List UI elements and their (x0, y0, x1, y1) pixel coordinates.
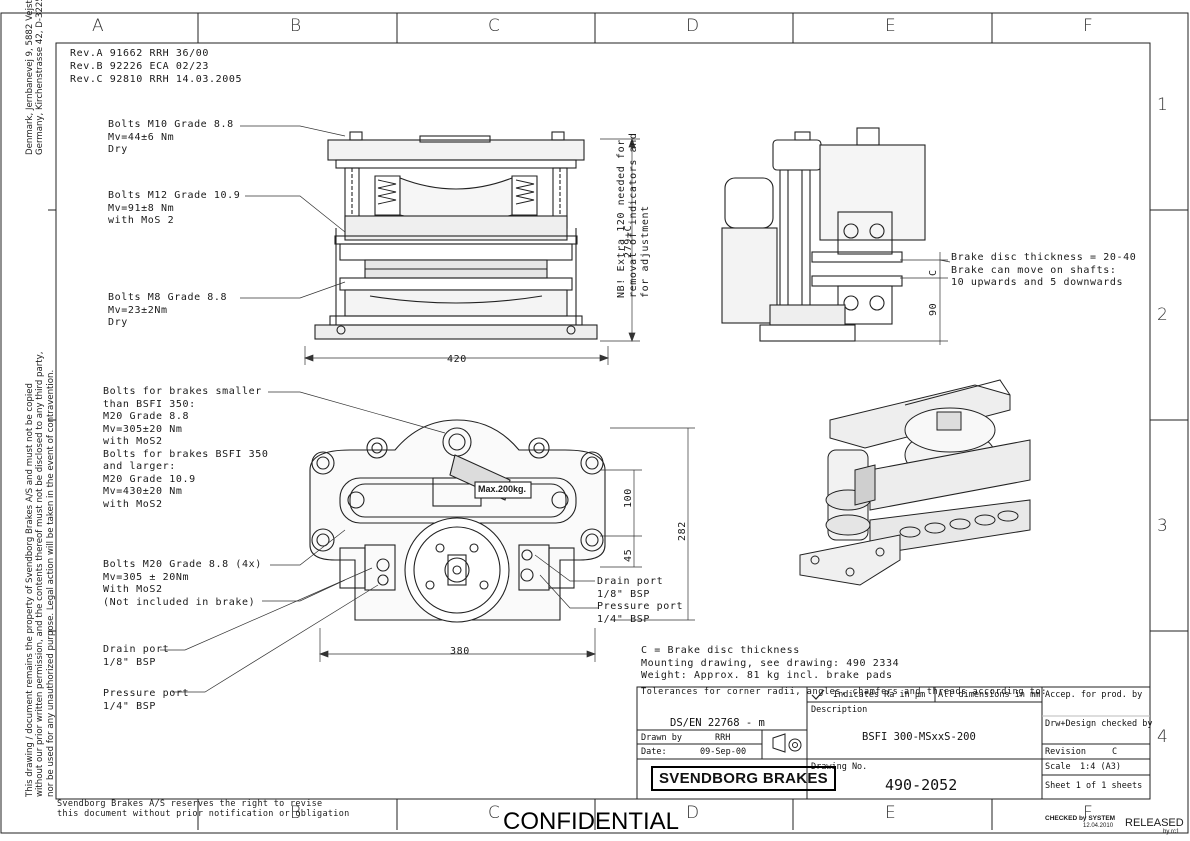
tb-all-dimensions: All dimensions in mm (938, 690, 1041, 700)
zone-row-2: 2 (1157, 305, 1168, 325)
dim-90: 90 (928, 302, 939, 316)
zone-bottom-e: E (885, 803, 896, 823)
note-pressure-right: Pressure port 1/4" BSP (597, 601, 684, 625)
note-drain-right: Drain port 1/8" BSP (597, 576, 664, 600)
side-view (721, 127, 926, 342)
dim-282: 282 (677, 521, 688, 541)
confidential-stamp: CONFIDENTIAL (503, 808, 680, 835)
revision-a: Rev.A 91662 RRH 36/00 (70, 48, 210, 59)
note-bolts-brakes: Bolts for brakes smaller than BSFI 350: … (103, 386, 269, 510)
tb-description: BSFI 300-MSxxS-200 (862, 731, 976, 743)
max-load-label: Max.200kg. (478, 484, 527, 494)
note-bolts-m10: Bolts M10 Grade 8.8 Mv=44±6 Nm Dry (108, 119, 234, 155)
tb-accepted-by: Accep. for prod. by (1045, 690, 1143, 700)
reserve-note: Svendborg Brakes A/S reserves the right … (57, 799, 350, 819)
revision-c: Rev.C 92810 RRH 14.03.2005 (70, 74, 243, 85)
note-footer: C = Brake disc thickness Mounting drawin… (641, 645, 900, 681)
inner-border (55, 42, 1151, 800)
isometric-view (799, 379, 1031, 586)
revision-b: Rev.B 92226 ECA 02/23 (70, 61, 210, 72)
dim-279c: 279+C (623, 224, 634, 258)
tb-scale: 1:4 (A3) (1080, 762, 1121, 772)
checked-date: 12.04.2010 (1083, 823, 1114, 829)
side-copyright: This drawing / document remains the prop… (25, 351, 56, 797)
zone-col-a: A (92, 16, 104, 36)
check-icon (811, 689, 825, 700)
note-drain-left: Drain port 1/8" BSP (103, 644, 170, 668)
dim-c: C (928, 269, 939, 276)
tb-standard: DS/EN 22768 - m (670, 717, 765, 729)
zone-col-b: B (290, 16, 302, 36)
title-block (636, 686, 1151, 800)
checked-by-system: CHECKED by SYSTEM (1045, 815, 1116, 822)
zone-col-e: E (885, 16, 896, 36)
note-pressure-left: Pressure port 1/4" BSP (103, 688, 190, 712)
zone-bottom-d: D (686, 803, 700, 823)
note-bolts-m12: Bolts M12 Grade 10.9 Mv=91±8 Nm with MoS… (108, 190, 241, 226)
svendborg-brakes-logo: SVENDBORG BRAKES (651, 766, 836, 791)
zone-col-d: D (686, 16, 700, 36)
note-brake-disc: Brake disc thickness = 20-40 Brake can m… (951, 252, 1137, 288)
tb-revision: C (1112, 747, 1118, 757)
tb-tolerances: Tolerances for corner radii, angles, cha… (641, 687, 1047, 697)
zone-col-f: F (1083, 16, 1093, 36)
tb-drawing-no: 490-2052 (885, 776, 958, 794)
tb-date: 09-Sep-00 (700, 747, 747, 757)
plan-view (309, 419, 606, 623)
tb-drawn-by: RRH (715, 733, 731, 743)
dim-420: 420 (447, 354, 467, 365)
tb-date-label: Date: (641, 747, 667, 757)
note-bolts-m8: Bolts M8 Grade 8.8 Mv=23±2Nm Dry (108, 292, 228, 328)
front-view (314, 131, 598, 340)
tb-drawing-no-label: Drawing No. (811, 762, 868, 772)
note-bolts-m20: Bolts M20 Grade 8.8 (4x) Mv=305 ± 20Nm W… (103, 559, 262, 608)
tb-revision-label: Revision (1045, 747, 1086, 757)
note-nb-extra: NB! Extra 120 needed for removal of indi… (616, 132, 651, 298)
dim-45: 45 (623, 548, 634, 562)
zone-row-1: 1 (1157, 95, 1168, 115)
zone-bottom-b: B (290, 803, 302, 823)
zone-bottom-c: C (488, 803, 500, 823)
tb-drawn-by-label: Drawn by (641, 733, 682, 743)
zone-row-4: 4 (1157, 727, 1168, 747)
side-address: Denmark, Jernbanevej 9, 5882 Vejstrup, D… (25, 0, 46, 155)
tb-scale-label: Scale (1045, 762, 1071, 772)
tb-sheet: Sheet 1 of 1 sheets (1045, 781, 1143, 791)
released-stamp: RELEASED (1125, 817, 1184, 829)
zone-col-c: C (488, 16, 500, 36)
tb-description-label: Description (811, 705, 868, 715)
dim-380: 380 (450, 646, 470, 657)
zone-row-3: 3 (1157, 516, 1168, 536)
released-by: by rc1 (1163, 829, 1180, 835)
tb-drw-design: Drw+Design checked by (1045, 719, 1153, 729)
zone-bottom-f: F (1083, 803, 1093, 823)
dim-100: 100 (623, 488, 634, 508)
tb-indicates: Indicates Ra in µm (833, 690, 926, 700)
